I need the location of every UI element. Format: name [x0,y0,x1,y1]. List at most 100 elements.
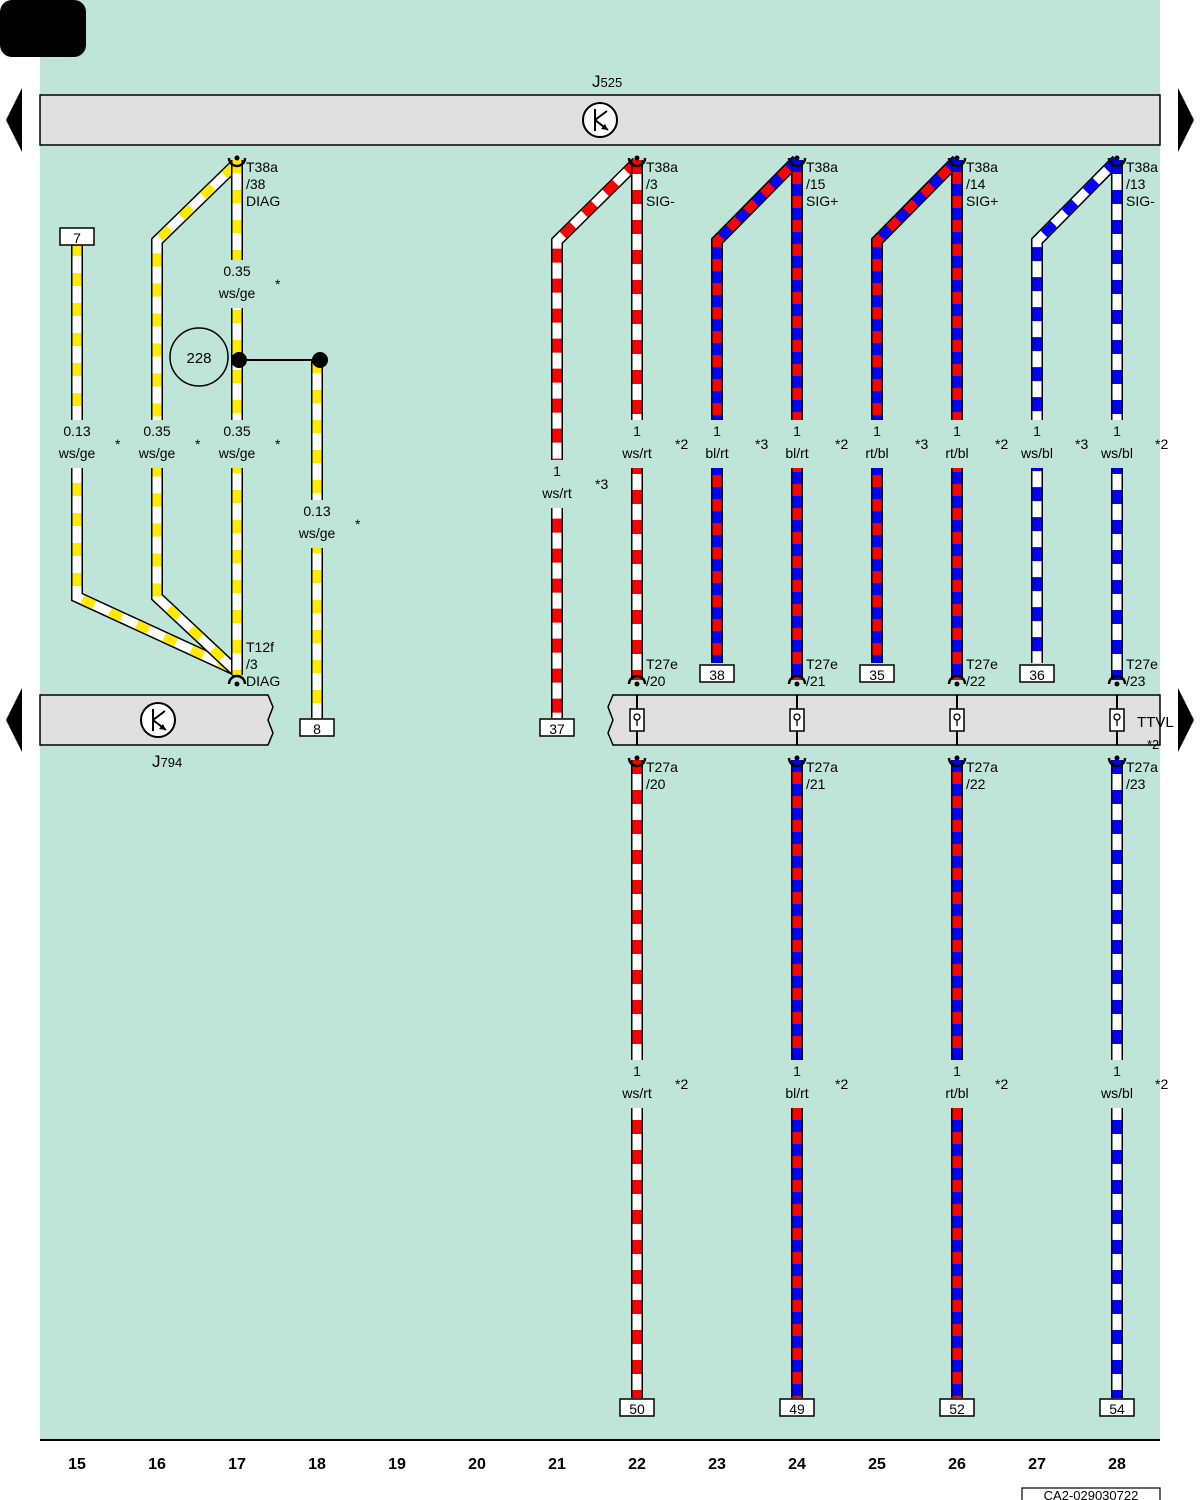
pin-label: /22 [966,776,986,792]
column-number-22: 22 [628,1456,646,1473]
label-bg [56,420,98,468]
prev-page-arrow-top[interactable] [6,88,22,152]
label-bg [776,1060,818,1108]
next-page-arrow-top[interactable] [1178,88,1194,152]
connector-t38a-col-17-dot [234,155,240,161]
pin-label: /38 [246,176,266,192]
connector-t38a-col-24 [787,157,807,168]
pin-label: T27e [646,656,678,672]
drawing-id: CA2-029030722 [1044,1488,1139,1500]
connector-t27a-col-26 [947,757,967,768]
label-bg [296,500,338,548]
pin-label: SIG- [646,193,675,209]
wire-color-label: ws/ge [218,285,256,301]
pin-label: /20 [646,673,666,689]
wire-note-label: *2 [835,436,848,452]
wire-note-label: *2 [675,1076,688,1092]
connectors-and-labels: 228T38a/38DIAGT38a/3SIG-T38a/15SIG+T38a/… [56,155,1168,1417]
wire-size-label: 1 [633,423,641,439]
wire-stripe [1032,156,1121,663]
connector-t12f-col-17 [227,674,247,685]
pin-label: T38a [246,159,278,175]
reference-number-52: 52 [949,1401,965,1417]
pin-label: SIG+ [966,193,998,209]
next-page-arrow-bottom[interactable] [1178,688,1194,752]
wire-color-label: bl/rt [785,445,808,461]
wire-color-label: ws/rt [621,445,652,461]
j794-name: J794 [152,752,182,771]
splice-dot [312,352,328,368]
pin-label: T38a [646,159,678,175]
page-tab [0,0,86,57]
connector-t27e-col-22-dot [634,681,640,687]
pin-label: /21 [806,673,826,689]
wire-core [72,243,242,677]
label-bg [536,460,578,508]
wire-note-label: *3 [1075,436,1088,452]
ground-point-label: 228 [186,350,211,367]
connector-t38a-col-26-dot [954,155,960,161]
pin-label: /3 [246,656,258,672]
wire-col-16 [151,161,242,677]
reference-box-8 [299,718,335,737]
component-j525[interactable]: J525 [39,72,1161,146]
reference-box-36 [1019,664,1055,683]
reference-box-37 [539,718,575,737]
pin-label: T27e [966,656,998,672]
component-ttvl[interactable]: TTVL *2 [607,694,1174,752]
drawing-id-box: CA2-029030722 [1021,1487,1161,1500]
label-bg [776,420,818,468]
label-bg [1016,420,1058,468]
connector-t38a-col-28 [1107,157,1127,168]
reference-box-52 [939,1398,975,1417]
wire-size-label: 1 [1033,423,1041,439]
wire-size-label: 0.13 [63,423,90,439]
wire-note-label: *2 [1155,436,1168,452]
wire-size-label: 1 [953,1063,961,1079]
label-bg [1096,1060,1138,1108]
wire-size-label: 1 [633,1063,641,1079]
column-number-19: 19 [388,1456,406,1473]
wire-color-label: ws/ge [218,445,256,461]
splice-dot [231,352,247,368]
reference-box-54 [1099,1398,1135,1417]
reference-box-35 [859,664,895,683]
wire-note-label: * [195,436,201,452]
wire-size-label: 1 [873,423,881,439]
wire-size-label: 1 [953,423,961,439]
label-bg [856,420,898,468]
ttvl-note: *2 [1147,737,1159,752]
wire-color-label: rt/bl [865,445,888,461]
wire-color-label: rt/bl [945,1085,968,1101]
pin-label: T27e [806,656,838,672]
gateway-icon [140,702,176,738]
label-bg [216,260,258,308]
reference-box-7 [59,227,95,246]
wire-col-23 [711,155,802,663]
pin-label: /13 [1126,176,1146,192]
connector-t27a-col-22-dot [634,755,640,761]
pin-label: T27a [806,759,838,775]
connector-t38a-col-17 [227,157,247,168]
ttvl-name: TTVL [1137,714,1174,731]
wire-size-label: 1 [793,1063,801,1079]
wire-note-label: *3 [755,436,768,452]
prev-page-arrow-bottom[interactable] [6,688,22,752]
pin-label: T38a [1126,159,1158,175]
connector-t38a-col-22 [627,157,647,168]
pin-label: /15 [806,176,826,192]
wire-note-label: *3 [915,436,928,452]
connector-t27e-col-24 [787,674,807,685]
wire-stripe [552,158,641,718]
wire-size-label: 0.13 [303,503,330,519]
column-number-25: 25 [868,1456,886,1473]
reference-number-7: 7 [73,230,81,246]
component-j794[interactable]: J794 [39,694,274,771]
wires [71,155,1123,1398]
connector-t27e-col-28 [1107,674,1127,685]
label-bg [1096,420,1138,468]
column-number-24: 24 [788,1456,806,1473]
column-number-15: 15 [68,1456,86,1473]
column-number-28: 28 [1108,1456,1126,1473]
